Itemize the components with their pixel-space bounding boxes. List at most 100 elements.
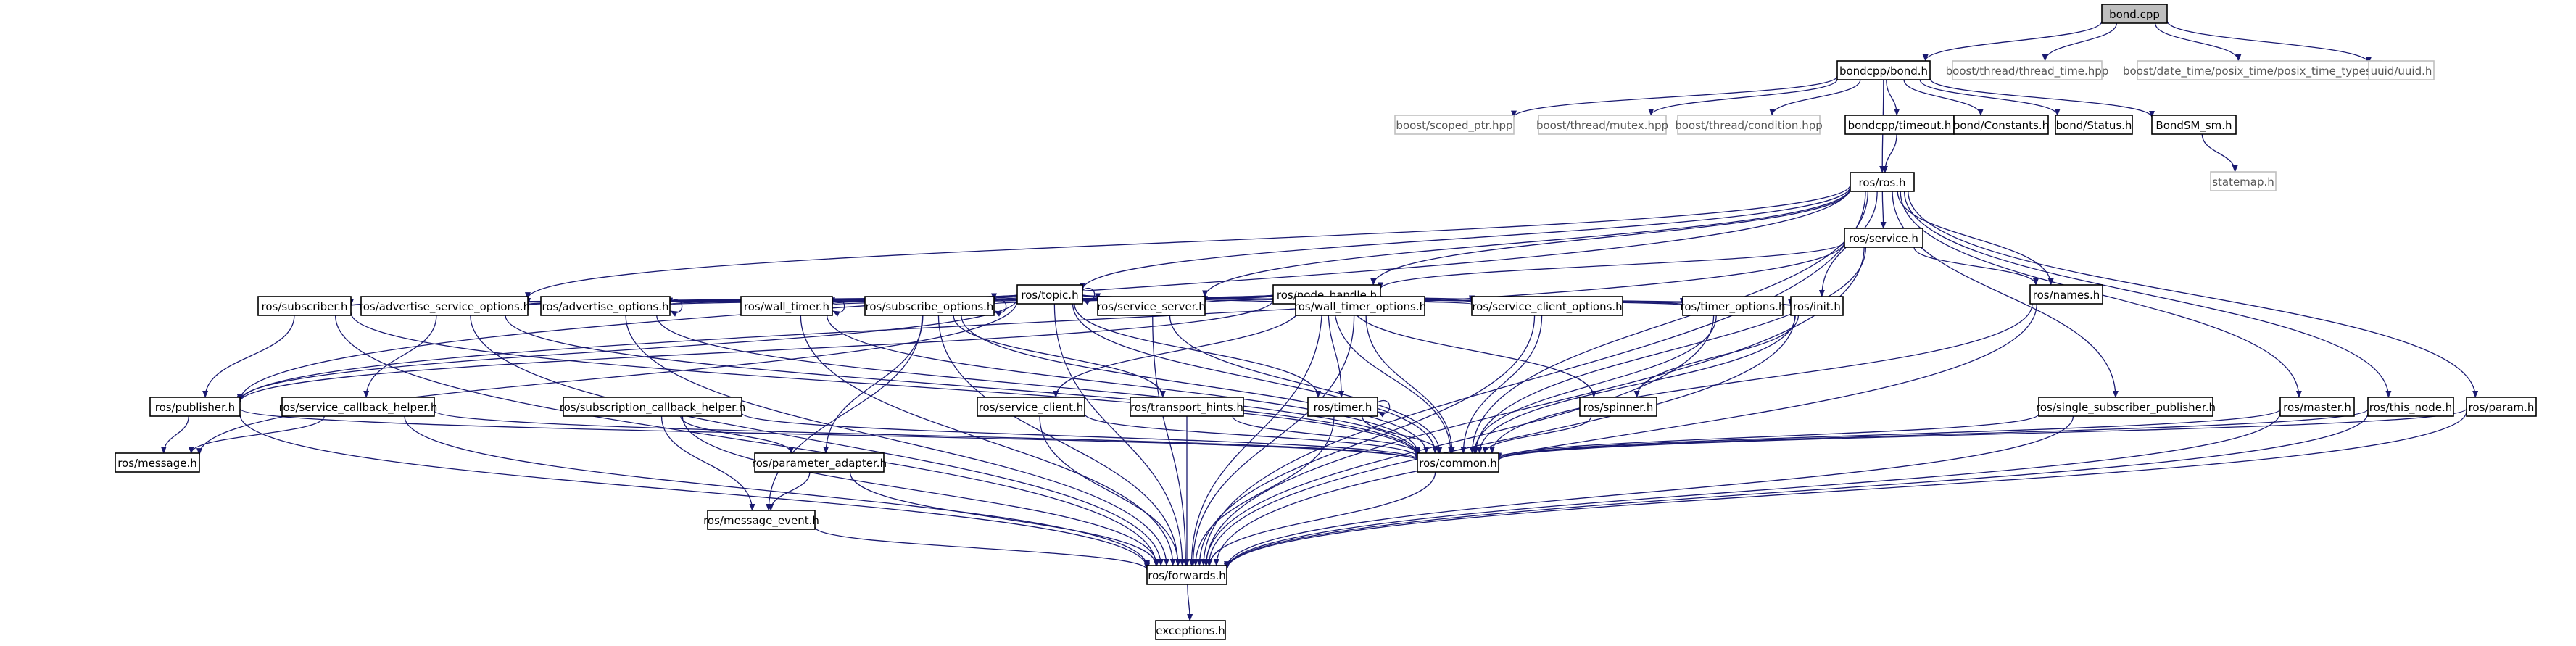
edge-node-handle-to-spinner-h [1351, 303, 1597, 398]
edge-srv-server-to-forwards-h [1152, 315, 1189, 566]
edge-subscriber-h-to-forwards-h [334, 315, 1159, 566]
edge-service-h-to-publisher-h [237, 241, 1845, 403]
edge-timer-h-to-forwards-h [1193, 415, 1335, 566]
edge-wall-timer-to-common-h [827, 315, 1421, 454]
node-topic-h[interactable]: ros/topic.h [1016, 284, 1083, 305]
node-sub-opts[interactable]: ros/subscribe_options.h [864, 296, 995, 316]
node-common-h[interactable]: ros/common.h [1417, 452, 1499, 473]
node-wall-timer-opts[interactable]: ros/wall_timer_options.h [1294, 296, 1426, 316]
node-forwards-h[interactable]: ros/forwards.h [1146, 565, 1227, 585]
nodes-layer: bond.cpp bondcpp/bond.h boost/thread/threa… [115, 4, 2537, 640]
node-init-h[interactable]: ros/init.h [1790, 296, 1844, 316]
node-label: ros/service_server.h [1097, 300, 1206, 314]
node-bondsm[interactable]: BondSM_sm.h [2151, 115, 2237, 135]
edge-sub-opts-to-transport-hints [953, 315, 1166, 398]
node-box [754, 452, 885, 473]
edge-bond-cpp-to-uuid-h [2166, 20, 2372, 65]
node-this-node[interactable]: ros/this_node.h [2367, 397, 2454, 417]
node-boost-scoped-ptr[interactable]: boost/scoped_ptr.hpp [1394, 115, 1515, 135]
node-box [2055, 115, 2133, 135]
node-boost-condition[interactable]: boost/thread/condition.hpp [1675, 115, 1823, 135]
edge-ros-h-to-param-h [1908, 191, 2479, 398]
node-exceptions-h[interactable]: exceptions.h [1155, 620, 1226, 640]
node-bondcpp-timeout[interactable]: bondcpp/timeout.h [1844, 115, 1955, 135]
edge-service-h-to-names-h [1913, 247, 2039, 286]
node-srv-client-opts[interactable]: ros/service_client_options.h [1471, 296, 1623, 316]
node-box [1155, 620, 1226, 640]
node-ros-h[interactable]: ros/ros.h [1850, 172, 1915, 192]
node-srv-client[interactable]: ros/service_client.h [977, 397, 1085, 417]
node-srv-cb-helper[interactable]: ros/service_callback_helper.h [279, 397, 438, 417]
edge-node-handle-to-common-h [1333, 303, 1454, 454]
node-subscriber-h[interactable]: ros/subscriber.h [257, 296, 352, 316]
node-box [1844, 115, 1955, 135]
node-adv-opts[interactable]: ros/advertise_options.h [540, 296, 671, 316]
node-box [2029, 284, 2103, 305]
edge-publisher-h-to-message-h [160, 415, 189, 454]
node-uuid-h[interactable]: uuid/uuid.h [2368, 60, 2435, 80]
node-label: ros/service_client.h [979, 401, 1084, 415]
node-master-h[interactable]: ros/master.h [2279, 397, 2355, 417]
node-box [281, 397, 435, 417]
node-label: ros/wall_timer.h [744, 300, 829, 314]
edge-srv-cb-helper-to-common-h [434, 410, 1420, 462]
node-boost-mutex[interactable]: boost/thread/mutex.hpp [1536, 115, 1668, 135]
node-boost-posix-time[interactable]: boost/date_time/posix_time/posix_time_ty… [2123, 60, 2395, 80]
edge-ros-h-to-adv-srv-opts [525, 184, 1851, 300]
node-bond-cpp[interactable]: bond.cpp [2101, 4, 2168, 24]
node-box [2151, 115, 2237, 135]
node-label: bondcpp/bond.h [1839, 65, 1928, 78]
node-message-h[interactable]: ros/message.h [115, 452, 200, 473]
node-wall-timer[interactable]: ros/wall_timer.h [740, 296, 833, 316]
edge-bondcpp-timeout-to-ros-h [1881, 133, 1897, 173]
node-publisher-h[interactable]: ros/publisher.h [149, 397, 241, 417]
node-label: ros/spinner.h [1583, 401, 1654, 414]
edge-topic-h-to-timer-h [1074, 303, 1322, 398]
node-service-h[interactable]: ros/service.h [1844, 228, 1923, 248]
node-label: boost/thread/thread_time.hpp [1946, 65, 2109, 78]
node-param-h[interactable]: ros/param.h [2466, 397, 2537, 417]
edge-master-h-to-common-h [1496, 408, 2281, 461]
edge-param-adapter-to-forwards-h [849, 471, 1159, 566]
node-param-adapter[interactable]: ros/parameter_adapter.h [752, 452, 887, 473]
node-box [1844, 228, 1923, 248]
node-box [707, 510, 816, 530]
node-bond-constants[interactable]: bond/Constants.h [1953, 115, 2049, 135]
node-transport-hints[interactable]: ros/transport_hints.h [1130, 397, 1244, 417]
node-bondcpp-bond-h[interactable]: bondcpp/bond.h [1836, 60, 1931, 80]
edge-wall-timer-to-forwards-h [800, 315, 1176, 566]
node-label: ros/topic.h [1021, 289, 1078, 302]
node-bond-status[interactable]: bond/Status.h [2055, 115, 2133, 135]
node-timer-h[interactable]: ros/timer.h [1307, 397, 1378, 417]
edge-forwards-h-to-exceptions-h [1187, 584, 1193, 621]
node-label: boost/scoped_ptr.hpp [1396, 119, 1512, 133]
node-adv-srv-opts[interactable]: ros/advertise_service_options.h [359, 296, 530, 316]
edge-timer-h-to-common-h [1362, 415, 1442, 454]
edge-sub-cb-helper-to-message-event [660, 415, 755, 511]
edge-sub-cb-helper-to-forwards-h [682, 415, 1160, 566]
node-label: ros/service.h [1849, 232, 1918, 245]
node-statemap[interactable]: statemap.h [2210, 171, 2277, 191]
node-label: bond.cpp [2109, 8, 2160, 21]
edge-sub-opts-to-param-adapter [823, 315, 924, 454]
node-box [1016, 284, 1083, 305]
node-spinner-h[interactable]: ros/spinner.h [1579, 397, 1657, 417]
edge-param-h-to-common-h [1496, 408, 2467, 462]
edge-bondcpp-bond-h-to-bond-status [1919, 79, 2061, 116]
node-label: ros/message.h [117, 457, 197, 470]
node-srv-server[interactable]: ros/service_server.h [1097, 296, 1206, 316]
node-names-h[interactable]: ros/names.h [2029, 284, 2103, 305]
node-label: ros/subscription_callback_helper.h [560, 401, 746, 415]
edge-ros-h-to-this-node [1903, 191, 2392, 398]
node-single-sub-pub[interactable]: ros/single_subscriber_publisher.h [2036, 397, 2216, 417]
node-timer-opts[interactable]: ros/timer_options.h [1681, 296, 1786, 316]
node-label: ros/message_event.h [703, 514, 819, 528]
node-box [2367, 397, 2454, 417]
node-boost-thread-time[interactable]: boost/thread/thread_time.hpp [1946, 60, 2109, 80]
edge-master-h-to-forwards-h [1224, 412, 2281, 570]
node-box [1097, 296, 1206, 316]
node-message-event[interactable]: ros/message_event.h [703, 510, 819, 530]
node-sub-cb-helper[interactable]: ros/subscription_callback_helper.h [560, 397, 746, 417]
node-box [1677, 115, 1821, 135]
